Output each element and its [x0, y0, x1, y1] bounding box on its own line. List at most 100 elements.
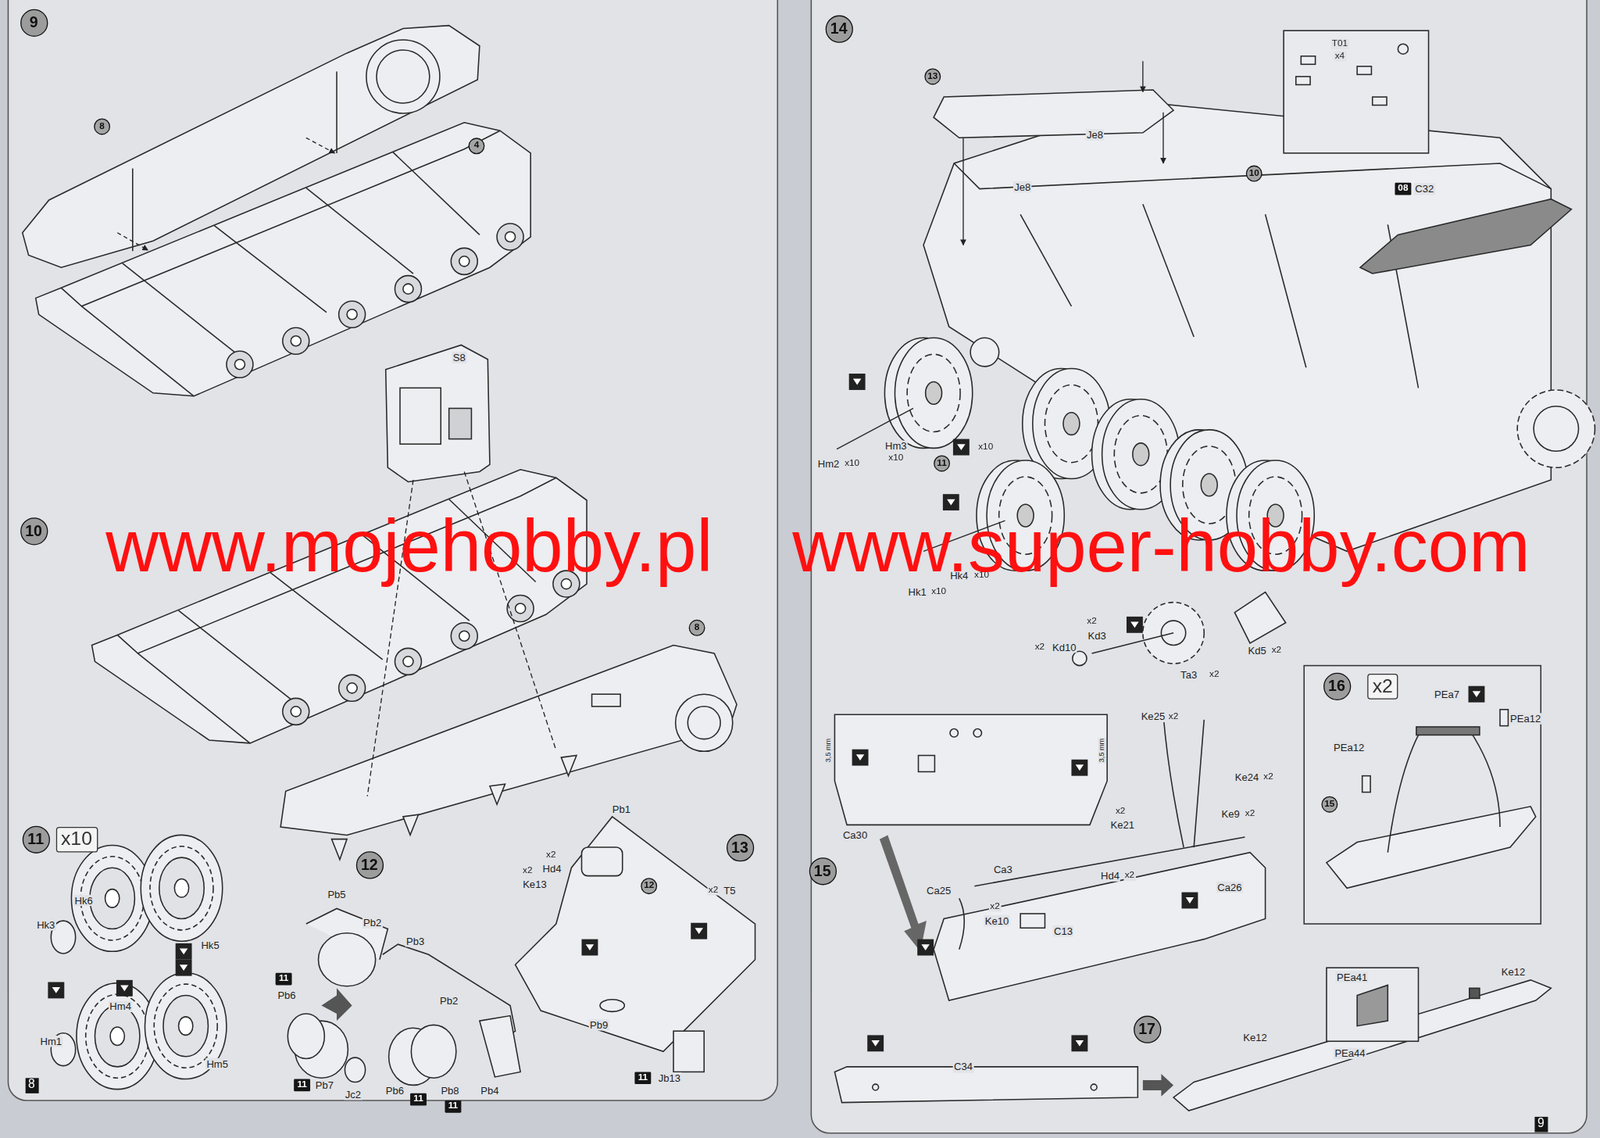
part-label: Ke24 — [1234, 771, 1261, 783]
drawing-use — [884, 337, 972, 448]
node-text: 8 — [694, 622, 700, 633]
drawing-line — [962, 137, 964, 245]
part-label: x2 — [545, 850, 558, 861]
part-label: T01 — [1331, 39, 1350, 50]
node-text: 11 — [413, 1093, 423, 1104]
paint-code: 11 — [444, 1100, 461, 1113]
node-text: x10 — [60, 828, 93, 850]
part-label: x2 — [1114, 806, 1127, 817]
node-text: 08 — [1397, 183, 1408, 194]
drawing-ellipse — [287, 1013, 325, 1058]
drawing-line — [1020, 214, 1072, 307]
part-label: Pb3 — [405, 935, 426, 947]
drawing-circle — [1517, 389, 1595, 468]
drawing-polygon — [1326, 806, 1536, 888]
part-label: Kd10 — [1051, 641, 1078, 653]
drawing-line — [1265, 214, 1307, 368]
drawing-line — [306, 137, 336, 154]
drawing-use — [852, 749, 869, 766]
drawing-g — [287, 907, 521, 1085]
drawing-rect — [449, 407, 472, 439]
part-label: x2 — [1123, 870, 1136, 881]
step-number: 13 — [725, 832, 754, 861]
drawing-polygon — [385, 344, 490, 482]
drawing-path — [959, 897, 965, 949]
step-number: 10 — [19, 517, 47, 545]
drawing-line — [974, 836, 1245, 886]
part-label: x10 — [887, 453, 905, 464]
drawing-rect — [1020, 913, 1045, 928]
drawing-polygon — [403, 814, 419, 835]
node-text: x2 — [1372, 675, 1393, 697]
part-label: x2 — [1085, 616, 1098, 627]
drawing-circle — [687, 706, 721, 740]
drawing-use — [953, 439, 970, 456]
drawing-circle — [1090, 1083, 1097, 1090]
part-label: Kd3 — [1086, 630, 1108, 642]
part-label: Hk6 — [73, 894, 94, 906]
drawing-use — [175, 942, 193, 960]
drawing-path — [1193, 719, 1204, 847]
drawing-g — [515, 816, 756, 1072]
node-text: 4 — [474, 140, 480, 151]
node-text: 13 — [731, 838, 749, 856]
drawing-use — [581, 939, 598, 956]
drawing-ellipse — [318, 932, 376, 986]
drawing-use — [71, 844, 153, 951]
drawing-line — [1162, 112, 1164, 164]
step-number: 11 — [21, 825, 50, 853]
part-label: Hk1 — [907, 585, 928, 597]
part-label: 3,5 mm — [1098, 736, 1107, 763]
drawing-use — [1468, 685, 1486, 703]
part-label: x10 — [843, 458, 861, 469]
part-label: x2 — [1033, 642, 1046, 653]
node-text: 12 — [643, 880, 654, 891]
drawing-circle — [970, 337, 1000, 367]
drawing-use — [1071, 1034, 1088, 1051]
drawing-rect — [1469, 987, 1480, 998]
drawing-use — [849, 373, 866, 390]
part-label: Kd5 — [1246, 644, 1268, 656]
drawing-path — [879, 834, 927, 951]
part-label: Ca3 — [992, 864, 1015, 875]
part-label: PEa41 — [1335, 971, 1369, 983]
paint-code: 11 — [410, 1092, 427, 1106]
drawing-circle — [1072, 650, 1087, 665]
drawing-rect — [592, 693, 622, 707]
drawing-line — [117, 232, 148, 250]
node-text: 17 — [1138, 1020, 1156, 1038]
part-label: x2 — [1167, 710, 1180, 722]
drawing-use — [116, 979, 133, 997]
drawing-ellipse — [410, 1024, 456, 1078]
drawing-rect — [1357, 66, 1372, 75]
drawing-polygon — [1173, 979, 1551, 1111]
part-reference: 8 — [689, 619, 706, 636]
drawing-line — [132, 168, 134, 252]
part-label: Pb6 — [276, 989, 297, 1000]
part-label: x2 — [1243, 808, 1256, 819]
drawing-polygon — [1357, 984, 1388, 1025]
part-reference: 10 — [1246, 165, 1263, 183]
drawing-circle — [376, 50, 430, 104]
drawing-g — [117, 137, 335, 250]
node-text: 9 — [1537, 1116, 1545, 1130]
part-label: Hm5 — [205, 1057, 229, 1069]
part-label: Hk3 — [35, 918, 57, 930]
part-label: x2 — [521, 865, 534, 876]
part-label: PEa7 — [1433, 688, 1461, 700]
part-label: Hm1 — [39, 1035, 63, 1047]
drawing-ellipse — [344, 1057, 365, 1082]
step-number: 15 — [808, 856, 836, 884]
part-label: Ke12 — [1500, 965, 1526, 977]
node-text: 11 — [27, 830, 44, 848]
page-number: 8 — [25, 1077, 39, 1093]
node-text: 11 — [296, 1079, 307, 1090]
part-label: T5 — [722, 884, 737, 896]
drawing-use — [690, 922, 708, 940]
part-label: Pb2 — [439, 994, 460, 1006]
part-label: x4 — [1333, 50, 1346, 61]
drawing-path — [834, 714, 1108, 825]
drawing-polygon — [933, 89, 1174, 138]
part-reference: 8 — [93, 118, 111, 136]
part-reference: 13 — [924, 68, 941, 86]
